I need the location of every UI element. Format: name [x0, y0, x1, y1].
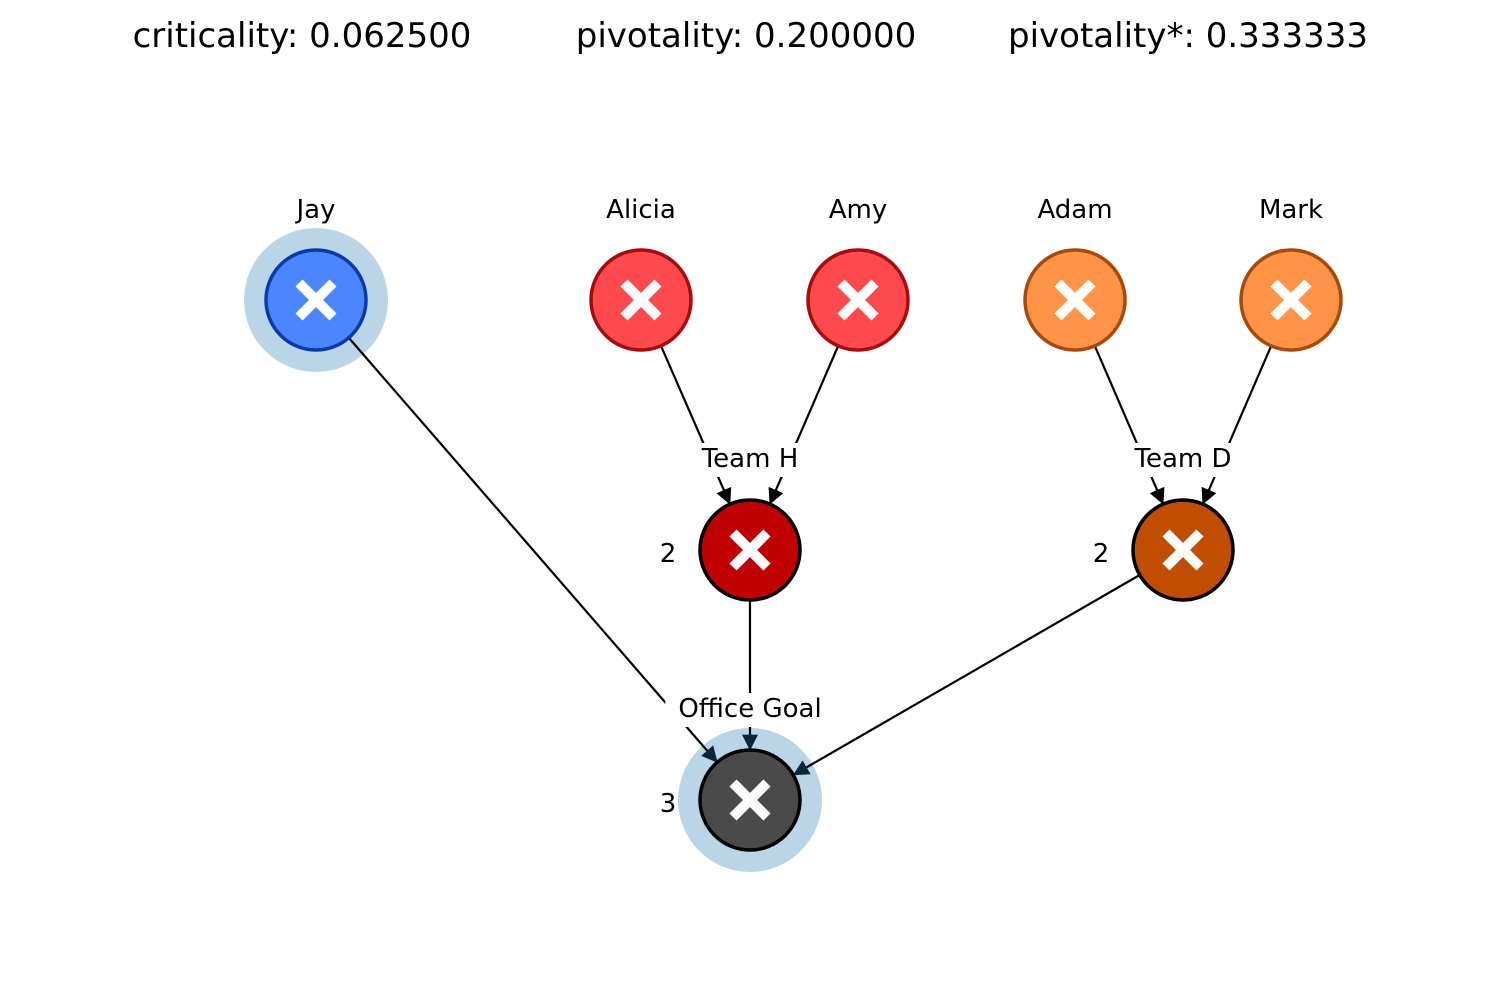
- metrics-header: criticality: 0.062500 pivotality: 0.2000…: [133, 16, 1368, 56]
- node-team-d: Team D 2: [1093, 443, 1235, 602]
- pivotality-star-value: pivotality*: 0.333333: [1008, 16, 1368, 56]
- node-mark: Mark: [1239, 195, 1343, 352]
- alicia-label: Alicia: [606, 195, 676, 225]
- x-mark-icon: [1054, 279, 1096, 321]
- office-goal-threshold: 3: [660, 789, 677, 819]
- node-alicia: Alicia: [589, 195, 693, 352]
- office-goal-label-backdrop: [665, 693, 835, 727]
- node-jay: Jay: [264, 195, 368, 352]
- pivotality-value: pivotality: 0.200000: [576, 16, 916, 56]
- node-amy: Amy: [806, 195, 910, 352]
- edge-mark-to-team-d: [1201, 345, 1273, 505]
- edge-adam-to-team-d: [1093, 345, 1165, 505]
- team-h-label: Team H: [701, 444, 799, 474]
- node-office-goal: Office Goal 3: [660, 693, 835, 852]
- edge-amy-to-team-h: [768, 345, 840, 505]
- x-mark-icon: [1270, 279, 1312, 321]
- edge-jay-to-office-goal: [347, 337, 718, 763]
- adam-label: Adam: [1037, 195, 1112, 225]
- office-goal-label: Office Goal: [678, 694, 821, 724]
- team-h-threshold: 2: [660, 539, 677, 569]
- x-mark-icon: [620, 279, 662, 321]
- node-team-h: Team H 2: [660, 443, 802, 602]
- edge-alicia-to-team-h: [659, 345, 732, 505]
- mark-label: Mark: [1259, 195, 1323, 225]
- x-mark-icon: [295, 279, 337, 321]
- node-adam: Adam: [1023, 195, 1127, 352]
- amy-label: Amy: [829, 195, 888, 225]
- jay-label: Jay: [295, 195, 336, 225]
- team-h-label-backdrop: [701, 443, 799, 477]
- team-d-label-backdrop: [1134, 443, 1232, 477]
- team-d-label: Team D: [1133, 444, 1231, 474]
- x-mark-icon: [837, 279, 879, 321]
- x-mark-icon: [729, 779, 771, 821]
- criticality-value: criticality: 0.062500: [133, 16, 472, 56]
- edge-team-d-to-office-goal: [792, 574, 1141, 776]
- x-mark-icon: [729, 529, 771, 571]
- x-mark-icon: [1162, 529, 1204, 571]
- team-d-threshold: 2: [1093, 539, 1110, 569]
